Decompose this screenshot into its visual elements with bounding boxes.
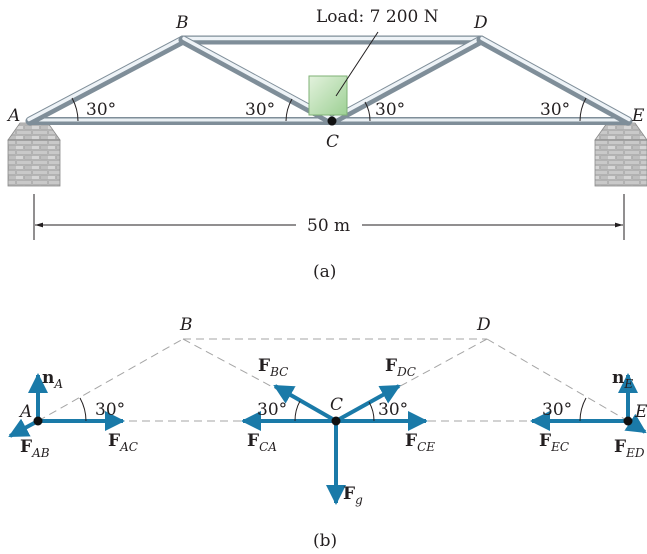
label-FBC: FBC <box>258 356 288 379</box>
load-leader <box>335 31 379 97</box>
truss <box>25 35 633 126</box>
label-a-E: E <box>631 106 645 126</box>
label-nE: nE <box>612 368 633 391</box>
angle-a-1: 30° <box>86 100 116 120</box>
angle-a-4: 30° <box>540 100 570 120</box>
label-a-C: C <box>326 132 339 152</box>
angle-b-2: 30° <box>257 400 287 420</box>
label-b-E: E <box>634 402 647 422</box>
support-left <box>7 122 61 187</box>
label-FCA: FCA <box>247 431 277 454</box>
member-DC <box>327 35 486 126</box>
force-arrows <box>8 373 647 505</box>
label-b-A: A <box>18 402 32 422</box>
arrow-FBC <box>273 384 337 423</box>
label-a-A: A <box>6 106 20 126</box>
label-FAC: FAC <box>108 431 138 454</box>
joint-b-C <box>331 416 341 426</box>
label-FDC: FDC <box>385 356 416 379</box>
load-box <box>308 75 348 116</box>
joint-b-E <box>623 416 633 426</box>
span-label: 50 m <box>307 216 350 236</box>
label-nA: nA <box>42 368 63 391</box>
label-FAB: FAB <box>20 437 50 460</box>
label-FEC: FEC <box>539 431 569 454</box>
angle-a-2: 30° <box>245 100 275 120</box>
angle-b-3: 30° <box>378 400 408 420</box>
angle-arcs-b <box>79 397 587 422</box>
label-a-B: B <box>175 13 189 33</box>
caption-a: (a) <box>313 262 336 282</box>
label-FCE: FCE <box>405 431 435 454</box>
load-label: Load: 7 200 N <box>316 7 439 27</box>
panel-a: Load: 7 200 N 30° 30° 30° 30° A B C D E … <box>6 7 647 282</box>
label-FED: FED <box>614 437 645 460</box>
support-right <box>594 122 647 187</box>
angle-a-3: 30° <box>375 100 405 120</box>
arrow-FDC <box>335 384 401 423</box>
angle-b-4: 30° <box>542 400 572 420</box>
member-BC <box>178 35 337 126</box>
label-b-B: B <box>179 315 193 335</box>
caption-b: (b) <box>313 531 337 551</box>
panel-b: 30° 30° 30° 30° A B C D E nA FAB FAC FBC… <box>8 315 647 551</box>
joint-C <box>327 116 337 126</box>
label-b-C: C <box>330 395 343 415</box>
member-DE <box>476 35 633 126</box>
angle-arcs-a <box>71 97 587 122</box>
member-AB <box>25 35 188 126</box>
joint-b-A <box>33 416 43 426</box>
arrow-FAB <box>8 418 39 438</box>
angle-b-1: 30° <box>95 400 125 420</box>
label-a-D: D <box>473 13 488 33</box>
label-Fg: Fg <box>343 484 363 507</box>
span-dimension: 50 m <box>33 194 625 240</box>
label-b-D: D <box>476 315 491 335</box>
